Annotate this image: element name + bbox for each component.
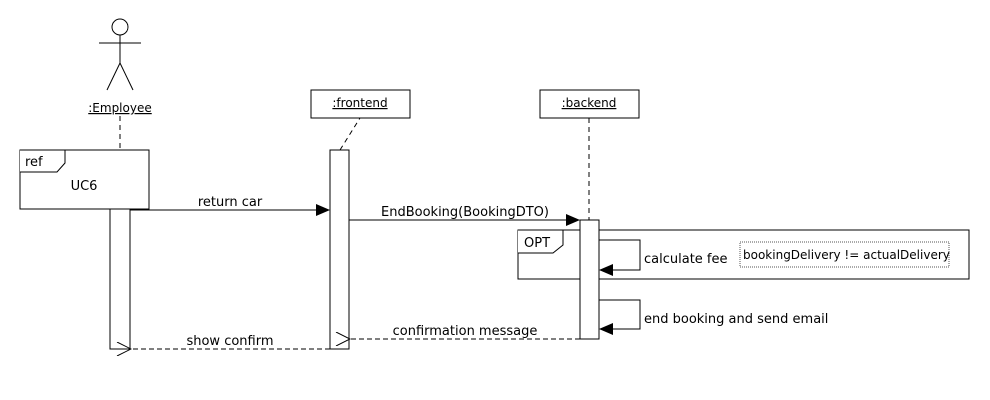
confirmation-label: confirmation message: [393, 324, 538, 339]
frontend-activation-bar: [329, 149, 350, 350]
message-show-confirm: show confirm: [131, 334, 330, 349]
frontend-lifeline-group: :frontend: [310, 89, 411, 151]
actor-right-leg: [119, 62, 134, 91]
employee-label: :Employee: [88, 101, 151, 115]
ref-tag-label: ref: [25, 155, 43, 170]
ref-tag-box: [20, 149, 66, 173]
opt-frame: [517, 229, 970, 280]
opt-guard-box: [739, 241, 950, 268]
backend-label: :backend: [562, 96, 617, 110]
backend-header-box: [539, 89, 640, 119]
message-return-car: return car: [130, 195, 330, 216]
actor-head: [111, 18, 129, 36]
end-booking-label: EndBooking(BookingDTO): [381, 205, 549, 220]
show-confirm-label: show confirm: [186, 334, 273, 349]
frontend-label: :frontend: [332, 96, 387, 110]
message-confirmation: confirmation message: [350, 324, 580, 339]
end-booking-email-arrow: [599, 299, 641, 335]
ref-text: UC6: [71, 179, 98, 194]
ref-fragment: ref UC6: [19, 149, 150, 210]
calculate-fee-arrow: [599, 239, 641, 276]
employee-actor: :Employee: [88, 18, 152, 115]
actor-left-leg: [106, 62, 121, 91]
frontend-header-box: [310, 89, 411, 119]
backend-activation-bar: [579, 219, 600, 340]
frontend-lifeline: [339, 117, 361, 151]
opt-guard-text: bookingDelivery != actualDelivery: [743, 248, 950, 262]
message-calculate-fee: calculate fee: [599, 239, 728, 276]
opt-tag-box: [518, 229, 564, 254]
opt-tag-label: OPT: [524, 236, 550, 251]
backend-lifeline-group: :backend: [539, 89, 640, 220]
opt-fragment: OPT bookingDelivery != actualDelivery: [517, 229, 970, 280]
end-booking-email-label: end booking and send email: [644, 312, 828, 327]
return-car-label: return car: [198, 195, 263, 210]
message-end-booking-email: end booking and send email: [599, 299, 828, 335]
message-end-booking: EndBooking(BookingDTO): [349, 205, 580, 226]
calculate-fee-label: calculate fee: [644, 252, 728, 267]
